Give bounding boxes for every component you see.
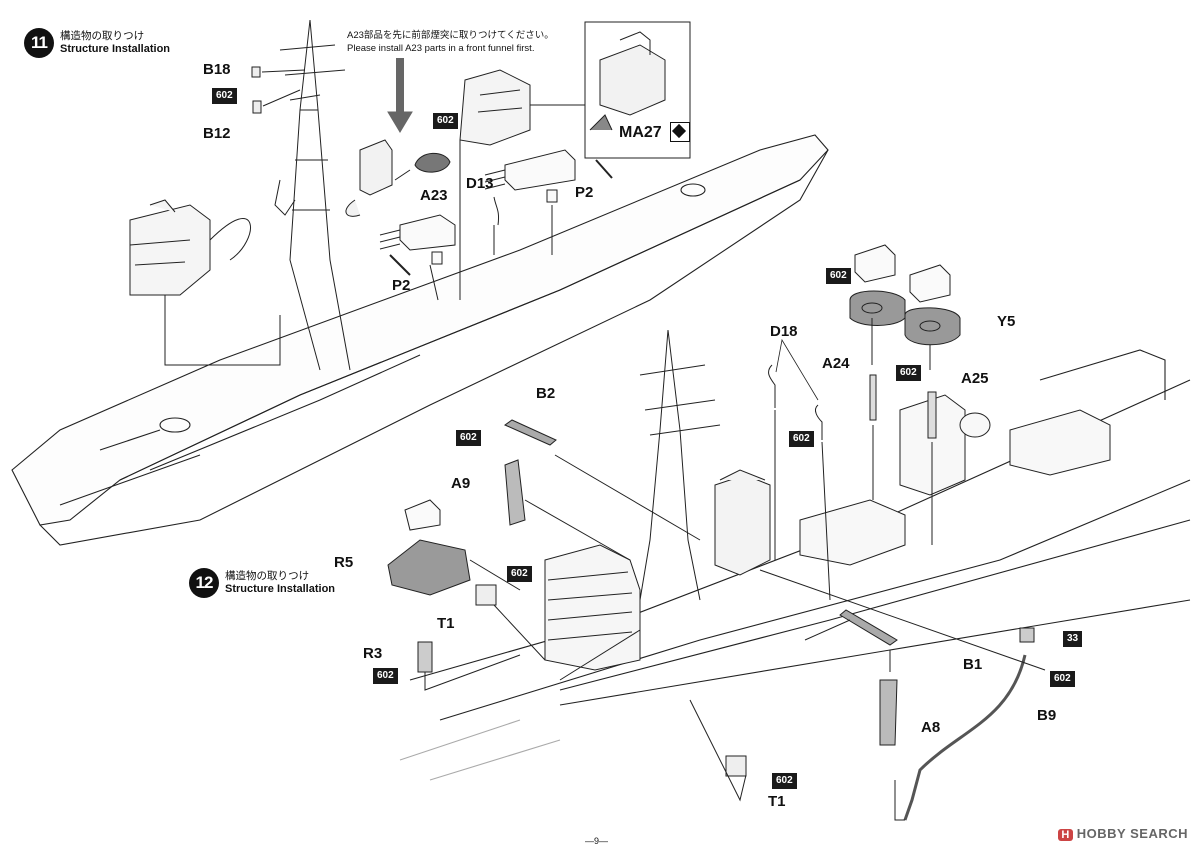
part-label-a23: A23 [420, 187, 448, 204]
mast-step11 [274, 19, 351, 371]
part-label-r5: R5 [334, 554, 354, 571]
paint-tag: 602 [507, 566, 532, 582]
part-label-b18: B18 [203, 61, 231, 78]
funnel-step11 [345, 139, 393, 217]
step-number: 12 [189, 568, 219, 598]
bridge-block-step12 [544, 544, 641, 671]
funnel-step12 [714, 469, 771, 576]
a23-note: A23部品を先に前部煙突に取りつけてください。 Please install A… [347, 30, 554, 56]
bridge-block-step11 [129, 199, 211, 296]
step-title-jp: 構造物の取りつけ [60, 29, 145, 42]
paint-tag: 602 [826, 268, 851, 284]
paint-tag-33: 33 [1063, 631, 1083, 647]
part-label-p2-right: P2 [575, 184, 594, 201]
part-label-a25: A25 [961, 370, 989, 387]
part-label-b12: B12 [203, 125, 231, 142]
part-label-y5: Y5 [997, 313, 1016, 330]
paint-tag: 602 [373, 668, 398, 684]
step-title-en: Structure Installation [225, 582, 336, 595]
watermark-text: HOBBY SEARCH [1076, 826, 1188, 841]
paint-tag: 602 [1050, 671, 1075, 687]
upper-hull [11, 134, 829, 546]
part-label-d13: D13 [466, 175, 494, 192]
part-label-p2-left: P2 [392, 277, 411, 294]
diamond-icon [671, 123, 687, 139]
part-label-r3: R3 [363, 645, 383, 662]
part-label-a8: A8 [921, 719, 941, 736]
watermark-logo-icon: H [1058, 829, 1073, 841]
turret-groups-step11 [379, 149, 576, 265]
step-11-header: 11 構造物の取りつけ Structure Installation [24, 28, 170, 58]
step-title-en: Structure Installation [60, 42, 171, 55]
paint-tag: 602 [433, 113, 458, 129]
step-12-header: 12 構造物の取りつけ Structure Installation [189, 568, 335, 598]
paint-tag: 602 [772, 773, 797, 789]
r5-tub [387, 539, 471, 596]
mast-step12 [639, 329, 721, 601]
part-label-ma27: MA27 [619, 124, 662, 141]
part-label-b2: B2 [536, 385, 556, 402]
upper-superstructure [459, 69, 531, 146]
paint-tag: 602 [212, 88, 237, 104]
page-number: —9— [585, 836, 609, 846]
part-label-t1-upper: T1 [437, 615, 455, 632]
paint-tag: 602 [456, 430, 481, 446]
gun-tubs-y5 [849, 290, 961, 346]
ma27-callout [530, 21, 691, 159]
part-label-b9: B9 [1037, 707, 1057, 724]
a23-note-jp: A23部品を先に前部煙突に取りつけてください。 [347, 30, 554, 41]
part-label-b1: B1 [963, 656, 983, 673]
paint-tag: 602 [896, 365, 921, 381]
midship-structures [799, 394, 1111, 566]
part-label-a24: A24 [822, 355, 850, 372]
part-label-a9: A9 [451, 475, 471, 492]
step-title-jp: 構造物の取りつけ [225, 569, 310, 582]
paint-tag: 602 [789, 431, 814, 447]
diamond-symbol [670, 122, 690, 142]
part-label-d18: D18 [770, 323, 798, 340]
a23-note-en: Please install A23 parts in a front funn… [347, 42, 535, 54]
part-label-t1-lower: T1 [768, 793, 786, 810]
step-number: 11 [24, 28, 54, 58]
